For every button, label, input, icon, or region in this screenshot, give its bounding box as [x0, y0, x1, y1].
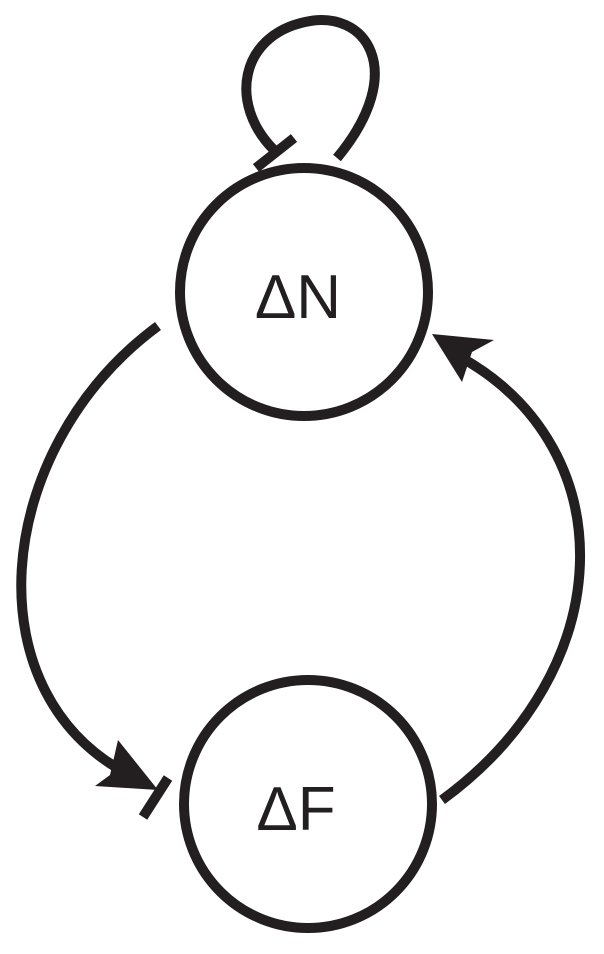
edge-dn-to-df-inhibition-bar — [138, 775, 173, 820]
self-loop-inhibition-bar — [252, 134, 298, 172]
node-delta-f-label: ΔF — [256, 775, 335, 844]
node-delta-f-circle — [179, 675, 437, 933]
edge-dn-to-df — [16, 321, 173, 820]
edge-dn-to-df-path — [16, 321, 161, 783]
edge-df-to-dn — [432, 334, 585, 805]
node-delta-n-circle — [175, 163, 433, 421]
edge-df-to-dn-path — [439, 353, 585, 805]
edge-dn-to-df-arrowhead — [95, 740, 158, 790]
self-loop-edge — [241, 15, 380, 172]
node-delta-n-label: ΔN — [255, 263, 341, 332]
node-delta-n: ΔN — [175, 163, 433, 421]
edge-df-to-dn-arrowhead — [432, 334, 494, 382]
node-delta-f: ΔF — [179, 675, 437, 933]
self-loop-path — [241, 15, 380, 162]
